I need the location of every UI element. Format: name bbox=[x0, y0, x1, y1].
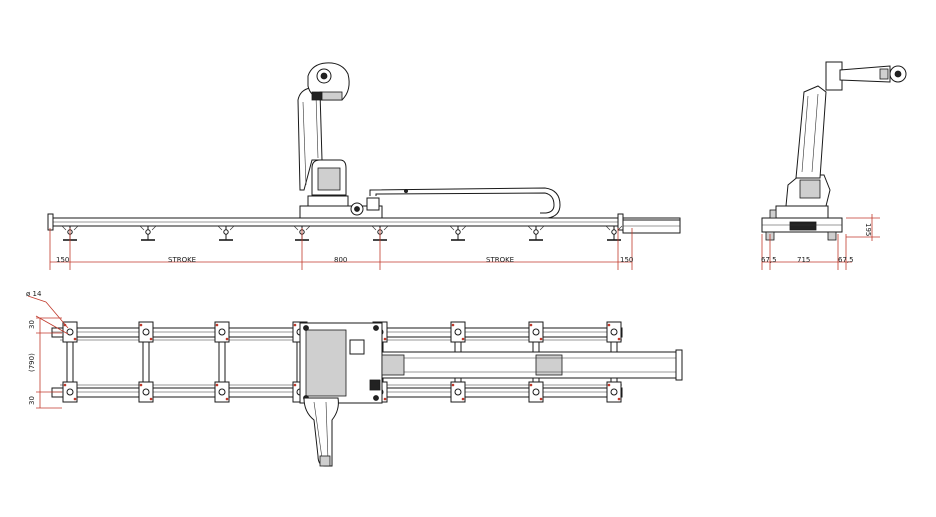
side-feet bbox=[61, 225, 623, 241]
side-foot bbox=[605, 225, 623, 241]
dim-top-30-lower: 30 bbox=[28, 396, 36, 405]
side-foot bbox=[449, 225, 467, 241]
end-robot bbox=[785, 61, 907, 207]
dim-side-left-150: 150 bbox=[56, 256, 69, 264]
dim-end-715: 715 bbox=[797, 256, 810, 264]
dim-end-height-195: 195 bbox=[864, 223, 872, 236]
dim-end-67-5-left: 67,5 bbox=[761, 256, 777, 264]
top-cross-member bbox=[528, 321, 544, 403]
dim-side-800: 800 bbox=[334, 256, 347, 264]
top-cross-member bbox=[62, 321, 78, 403]
dim-side-right-150: 150 bbox=[620, 256, 633, 264]
dim-top-diameter-14: ø 14 bbox=[26, 290, 42, 298]
top-view: ø 14 30 (790) 30 bbox=[26, 290, 683, 467]
side-carriage bbox=[299, 195, 383, 219]
dim-top-30-upper: 30 bbox=[28, 320, 36, 329]
side-robot bbox=[297, 62, 350, 196]
side-foot bbox=[139, 225, 157, 241]
side-foot bbox=[217, 225, 235, 241]
side-foot bbox=[527, 225, 545, 241]
dim-side-stroke-left: STROKE bbox=[168, 256, 196, 264]
top-cross-member bbox=[138, 321, 154, 403]
top-cable-chain bbox=[381, 349, 683, 381]
top-cross-member bbox=[450, 321, 466, 403]
end-base bbox=[761, 205, 843, 241]
end-view: 67,5 715 67,5 195 bbox=[761, 61, 907, 270]
side-dimensions: 150 STROKE 800 STROKE 150 bbox=[49, 228, 633, 270]
top-cross-member bbox=[214, 321, 230, 403]
dim-end-67-5-right: 67,5 bbox=[838, 256, 854, 264]
top-dimensions: ø 14 30 (790) 30 bbox=[26, 290, 69, 409]
side-cable-chain bbox=[369, 187, 561, 219]
top-robot bbox=[303, 397, 339, 467]
end-dimensions: 67,5 715 67,5 195 bbox=[761, 214, 880, 270]
dim-side-stroke-right: STROKE bbox=[486, 256, 514, 264]
dim-top-790: (790) bbox=[28, 353, 36, 372]
side-view: 150 STROKE 800 STROKE 150 bbox=[47, 62, 681, 270]
top-carriage bbox=[299, 322, 383, 404]
